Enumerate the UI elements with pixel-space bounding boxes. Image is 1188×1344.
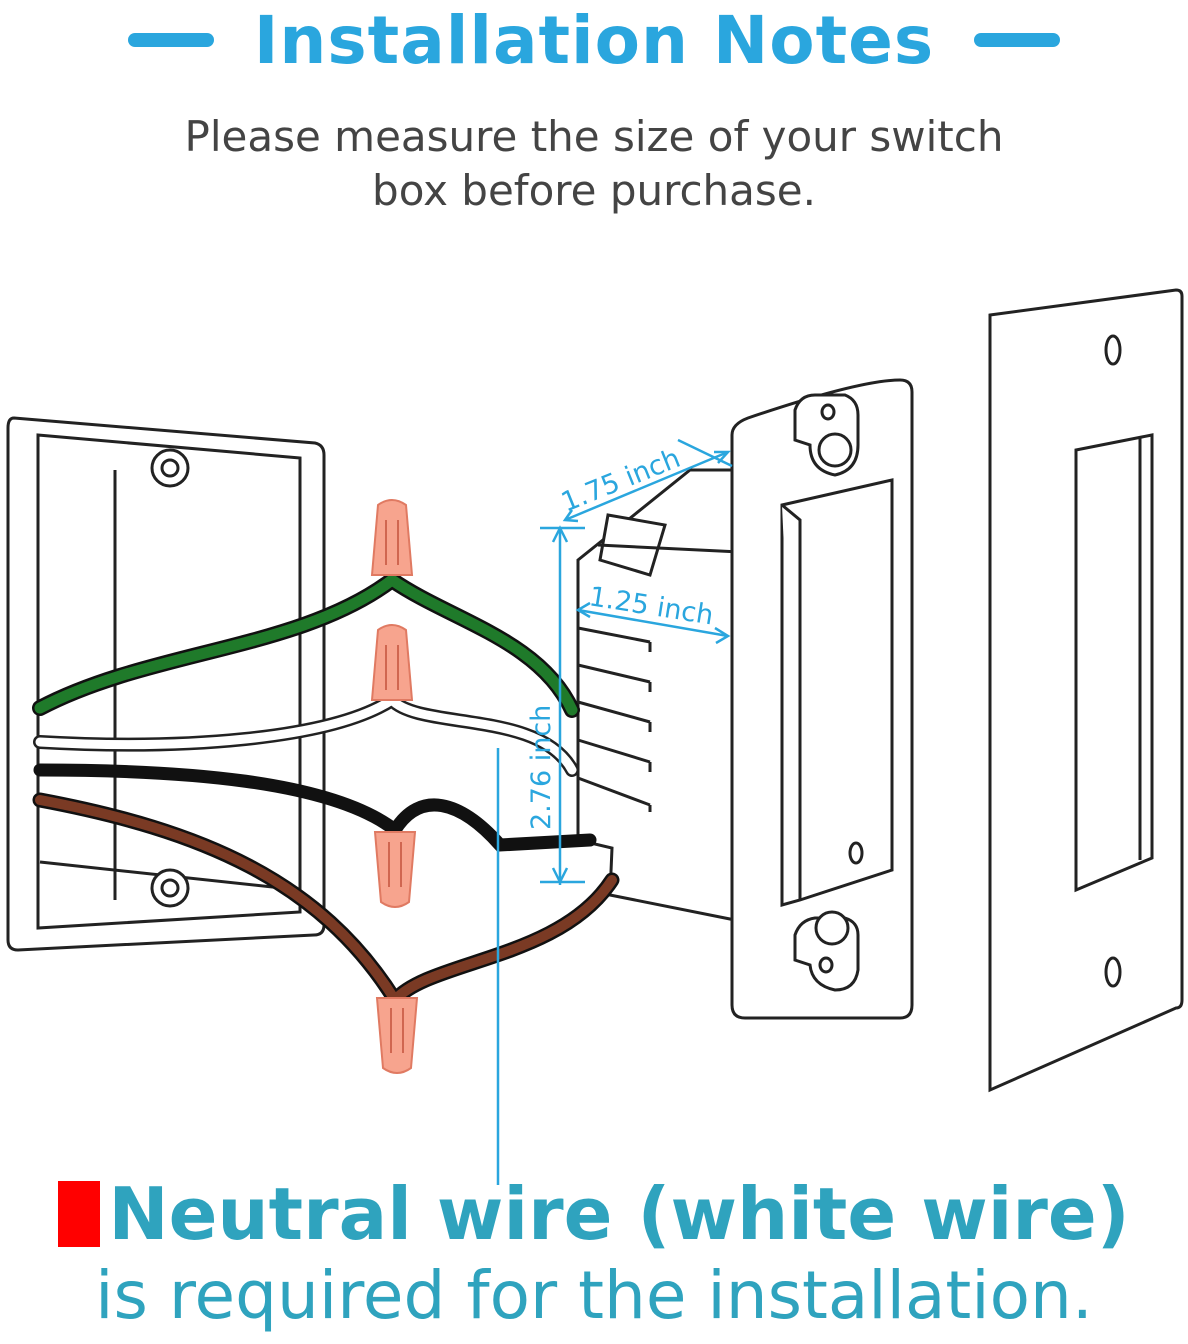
wire-connector-hot bbox=[373, 831, 417, 908]
wire-connector-ground bbox=[370, 499, 414, 576]
rocker-paddle bbox=[780, 478, 894, 907]
title-right-bar bbox=[974, 33, 1061, 47]
subtitle-line-2: box before purchase. bbox=[372, 166, 816, 215]
wall-box bbox=[6, 416, 326, 952]
wires bbox=[32, 570, 620, 1013]
wall-plate bbox=[988, 288, 1184, 1093]
switch-mounting-strap bbox=[730, 378, 914, 1020]
dimension-lines bbox=[496, 438, 733, 1185]
subtitle: Please measure the size of your switch b… bbox=[0, 110, 1188, 218]
title-left-bar bbox=[127, 33, 214, 47]
hot-wire bbox=[33, 763, 597, 852]
page-title: Installation Notes bbox=[253, 1, 935, 79]
height-label: 2.76 inch bbox=[526, 705, 557, 830]
note-line-1: Neutral wire (white wire) bbox=[108, 1172, 1130, 1256]
wire-connectors bbox=[370, 499, 419, 1074]
wire-connector-neutral bbox=[370, 624, 414, 701]
wire-connector-load bbox=[375, 997, 419, 1074]
subtitle-line-1: Please measure the size of your switch bbox=[184, 112, 1004, 161]
width-dimension-line bbox=[577, 608, 729, 638]
note-line-2: is required for the installation. bbox=[95, 1257, 1093, 1334]
note-marker bbox=[58, 1181, 101, 1247]
neutral-wire-note: Neutral wire (white wire) is required fo… bbox=[0, 1168, 1188, 1336]
header: Installation Notes bbox=[0, 0, 1188, 80]
switch-body bbox=[576, 468, 741, 922]
depth-dimension-line bbox=[564, 450, 729, 522]
